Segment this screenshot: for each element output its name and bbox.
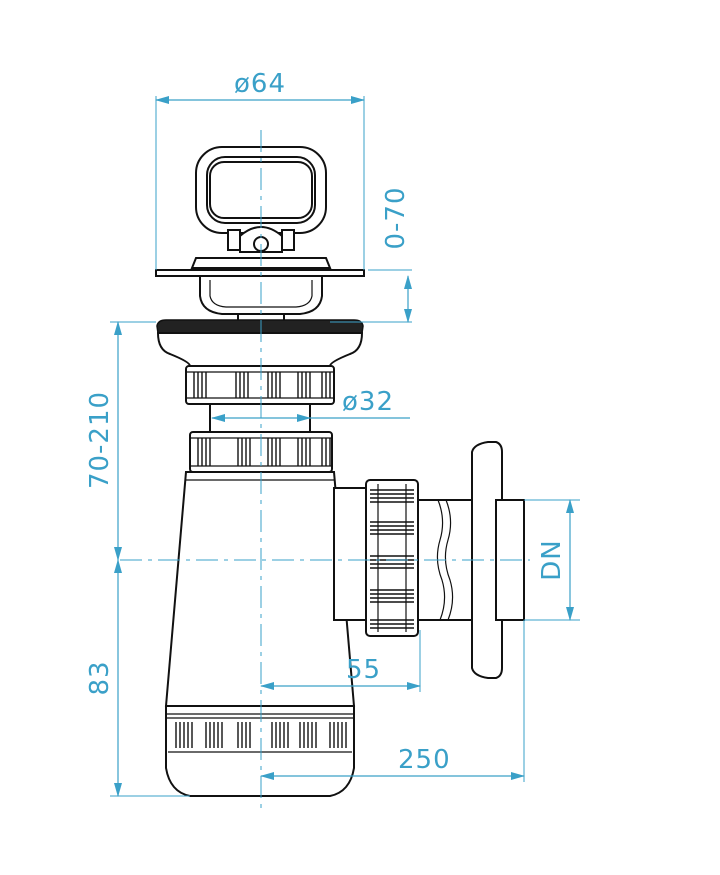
bottle-body (164, 471, 356, 797)
plug-flange (155, 269, 365, 277)
bottom-cup-ribs (175, 722, 347, 748)
dimension-outlet-size: DN (537, 499, 574, 621)
plug-cup-inner (209, 280, 313, 308)
sink-plug-assembly (155, 146, 365, 323)
wall-rosette (471, 441, 503, 679)
outlet-nut (365, 479, 419, 637)
dim-label-pipe-diameter: ø32 (342, 387, 394, 417)
dimension-bottom-height: 83 (85, 559, 122, 797)
dim-label-height-range: 70-210 (85, 391, 115, 489)
dimension-pipe-diameter: ø32 (211, 387, 410, 422)
dimension-top-diameter: ø64 (155, 69, 365, 104)
strainer-body (156, 332, 364, 367)
dim-label-outlet-reach: 250 (398, 745, 451, 775)
dim-label-top-diameter: ø64 (234, 69, 286, 99)
outlet-assembly (333, 441, 525, 679)
dim-label-plug-travel: 0-70 (381, 186, 411, 249)
dimension-outlet-offset: 55 (260, 655, 421, 690)
dimension-plug-travel: 0-70 (381, 186, 412, 323)
strainer-waste (156, 319, 364, 473)
dim-label-bottom-height: 83 (85, 660, 115, 695)
dimension-outlet-reach: 250 (260, 745, 525, 780)
dim-label-outlet-size: DN (537, 539, 567, 580)
bottle-bottom-cup (165, 705, 355, 797)
outlet-stub (333, 487, 369, 621)
dim-label-outlet-offset: 55 (346, 655, 381, 685)
upper-nut-ribs (186, 371, 334, 399)
strainer-gasket (156, 319, 364, 334)
bottle-shell (164, 471, 356, 707)
dimension-height-range: 70-210 (85, 321, 122, 561)
center-lines (120, 130, 530, 810)
